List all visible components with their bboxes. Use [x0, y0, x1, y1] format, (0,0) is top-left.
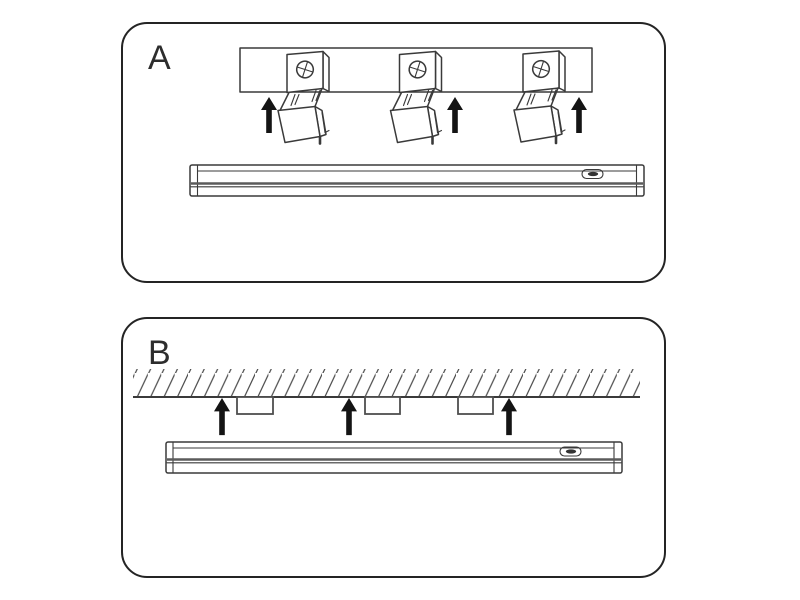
- panel-b-drawing: [132, 368, 640, 474]
- panel-b: B: [121, 317, 666, 578]
- light-bar: [164, 440, 623, 474]
- up-arrow-icon: [260, 96, 277, 133]
- power-switch-icon: [558, 445, 582, 457]
- panel-b-label: B: [148, 334, 172, 372]
- panel-a-drawing: [188, 46, 645, 197]
- up-arrow-icon: [446, 96, 463, 133]
- up-arrow-icon: [340, 397, 357, 435]
- panel-a: A: [121, 22, 666, 283]
- clip-slot: [363, 395, 401, 415]
- panel-a-label: A: [148, 39, 172, 77]
- light-bar: [188, 163, 645, 197]
- up-arrow-icon: [570, 96, 587, 133]
- clip-slot: [456, 395, 494, 415]
- power-switch-icon: [580, 168, 604, 179]
- up-arrow-icon: [213, 397, 230, 435]
- up-arrow-icon: [500, 397, 517, 435]
- clip-slot: [235, 395, 274, 415]
- ceiling-hatch: [132, 368, 640, 398]
